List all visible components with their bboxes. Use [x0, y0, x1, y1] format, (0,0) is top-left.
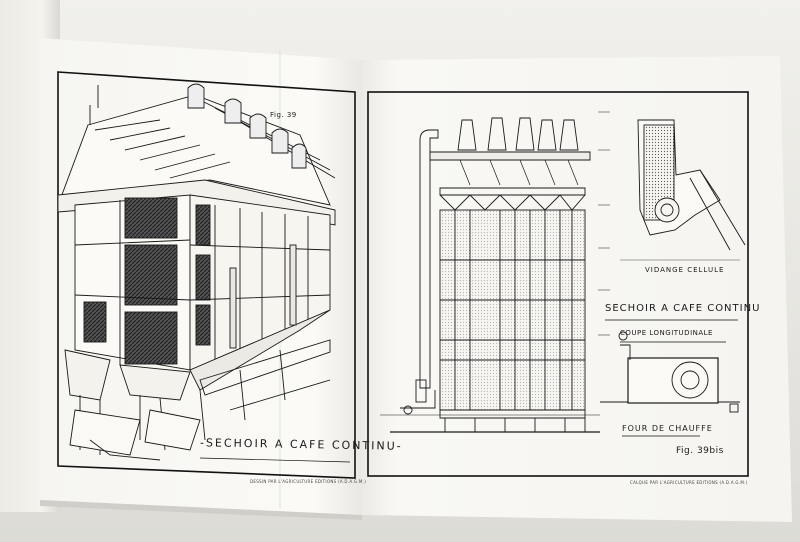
right-plate-subtitle: COUPE LONGITUDINALE: [620, 329, 713, 337]
left-plate-credit: DESSIN PAR L'AGRICULTURE EDITIONS (A.D.A…: [250, 479, 367, 484]
right-plate-frame: [367, 91, 749, 477]
right-figure-number: Fig. 39bis: [676, 446, 724, 456]
isometric-dryer-drawing: [57, 83, 336, 461]
elevation-drawing: [380, 111, 746, 433]
furnace-label: FOUR DE CHAUFFE: [622, 424, 713, 433]
detail-label: VIDANGE CELLULE: [645, 266, 725, 274]
left-figure-number: Fig. 39: [270, 111, 297, 119]
right-plate-credit: CALQUE PAR L'AGRICULTURE EDITIONS (A.D.A…: [630, 480, 748, 485]
left-plate-frame: [57, 71, 356, 479]
right-plate-title: SECHOIR A CAFE CONTINU: [605, 303, 761, 314]
